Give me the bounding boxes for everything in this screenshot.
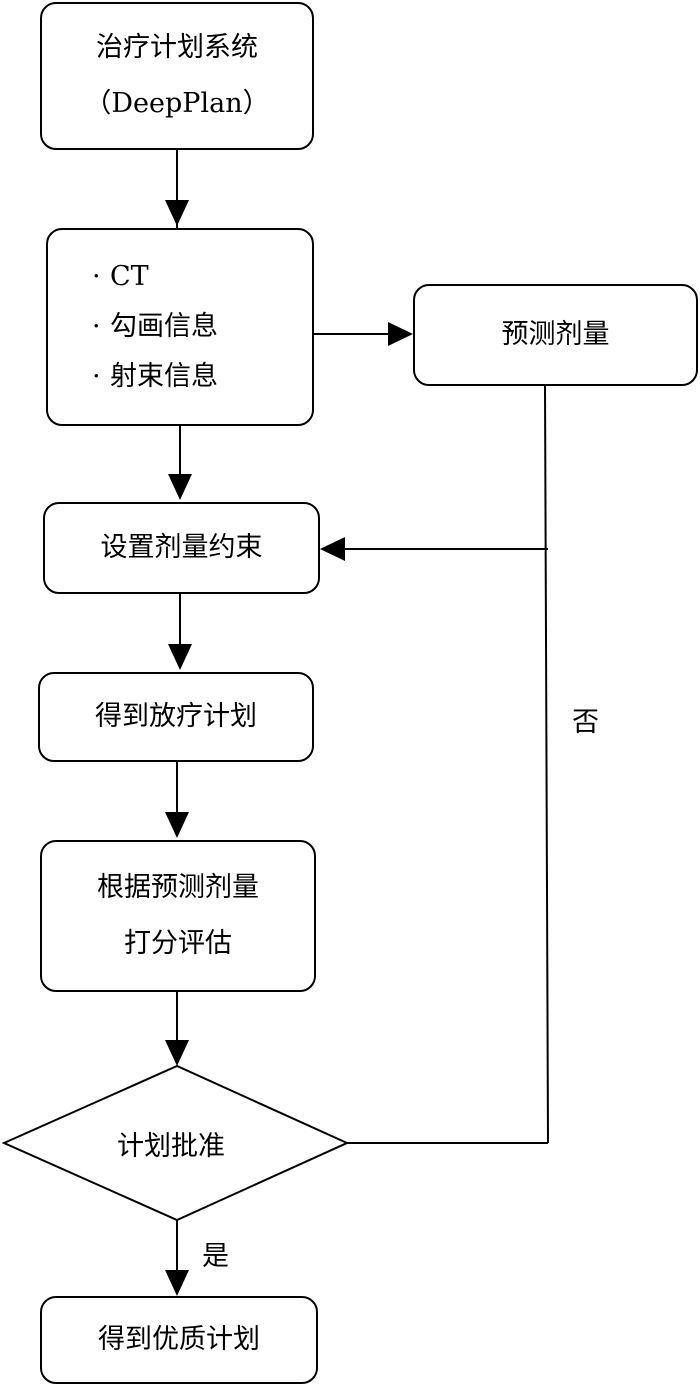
arrowhead	[165, 1040, 189, 1066]
input-item: ·勾画信息	[92, 311, 218, 343]
arrowhead	[168, 474, 192, 500]
node-predict-label: 预测剂量	[501, 319, 610, 351]
node-final-label: 得到优质计划	[98, 1324, 260, 1356]
edge-label-yes: 是	[202, 1241, 229, 1272]
node-approve-label: 计划批准	[117, 1131, 225, 1162]
edge-label-no: 否	[572, 707, 599, 738]
node-system-line1: 治疗计划系统	[96, 32, 258, 64]
node-evaluate-line1: 根据预测剂量	[97, 872, 259, 904]
node-constraints-label: 设置剂量约束	[100, 532, 263, 564]
node-inputs: ·CT ·勾画信息 ·射束信息	[46, 228, 314, 426]
node-system-line2: （DeepPlan）	[84, 88, 270, 119]
node-predict: 预测剂量	[413, 284, 698, 386]
node-evaluate-line2: 打分评估	[124, 928, 232, 959]
arrowhead	[165, 812, 189, 838]
node-final: 得到优质计划	[40, 1296, 318, 1384]
node-get-plan-label: 得到放疗计划	[95, 701, 257, 733]
arrowhead	[165, 1270, 189, 1296]
arrowhead	[388, 322, 413, 346]
node-get-plan: 得到放疗计划	[38, 672, 314, 762]
edge-predict-down	[544, 385, 549, 1144]
input-item: ·射束信息	[92, 360, 218, 392]
input-item: ·CT	[92, 261, 149, 293]
node-evaluate: 根据预测剂量 打分评估	[40, 840, 316, 992]
arrowhead	[168, 644, 192, 670]
arrowhead	[320, 537, 345, 561]
node-constraints: 设置剂量约束	[43, 502, 320, 594]
node-system: 治疗计划系统 （DeepPlan）	[40, 2, 314, 150]
arrowhead	[165, 200, 189, 226]
decision-diamond	[1, 1064, 350, 1222]
